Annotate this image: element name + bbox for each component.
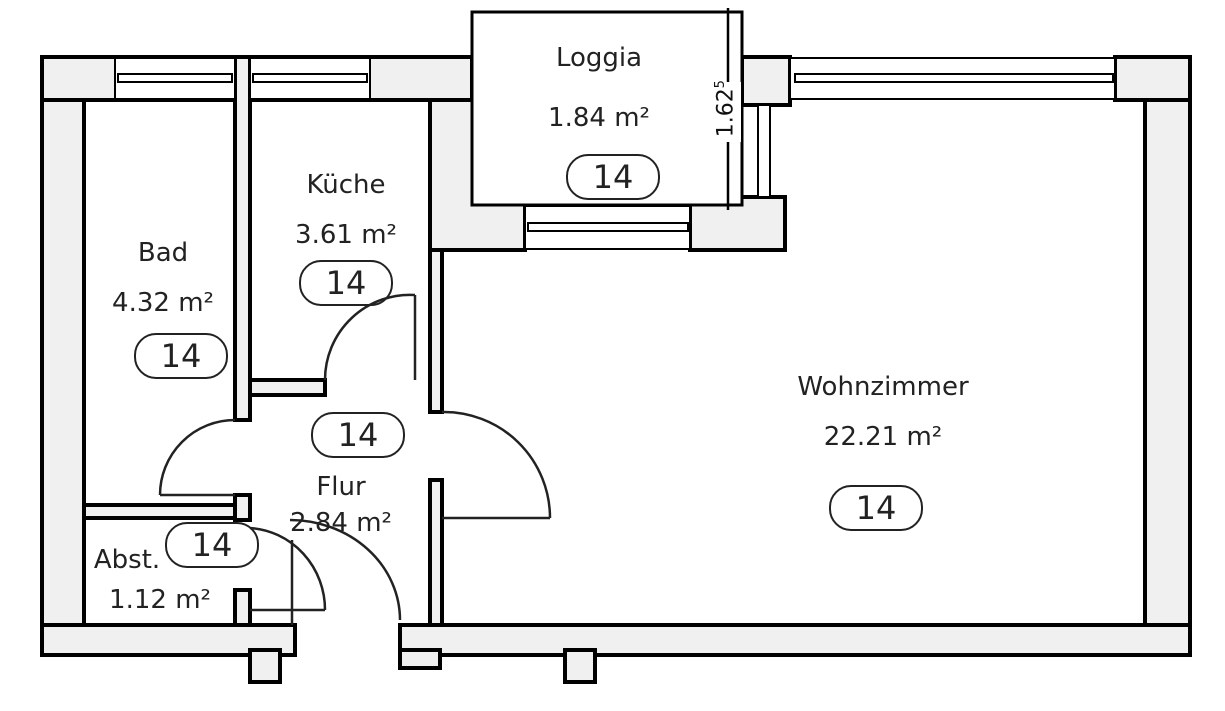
dimension-superscript: 5 [712, 80, 728, 89]
room-tag-abstellraum: 14 [165, 522, 259, 568]
room-area-wohnzimmer: 22.21 m² [823, 422, 943, 452]
dimension-value: 1.62 [713, 88, 739, 138]
room-label-wohnzimmer: Wohnzimmer [797, 372, 969, 402]
loggia-dimension: 1.625 [713, 80, 738, 137]
room-tag-wohnzimmer: 14 [829, 485, 923, 531]
room-tag-flur: 14 [311, 412, 405, 458]
windows [114, 57, 1116, 250]
room-area-loggia: 1.84 m² [548, 103, 650, 133]
loggia-outline [470, 10, 744, 207]
room-tag-kueche: 14 [299, 260, 393, 306]
walls [40, 55, 1192, 684]
room-tag-bad: 14 [134, 333, 228, 379]
room-area-kueche: 3.61 m² [295, 220, 397, 250]
doors [158, 293, 552, 625]
room-label-abstellraum: Abst. [93, 545, 161, 575]
room-tag-loggia: 14 [566, 154, 660, 200]
room-label-bad: Bad [137, 238, 189, 268]
room-area-bad: 4.32 m² [112, 288, 214, 318]
room-area-flur: 2.84 m² [290, 508, 392, 538]
room-label-kueche: Küche [306, 170, 386, 200]
dimension-line [715, 8, 741, 210]
room-label-loggia: Loggia [555, 43, 643, 73]
room-area-abstellraum: 1.12 m² [109, 585, 211, 615]
room-label-flur: Flur [316, 472, 366, 502]
